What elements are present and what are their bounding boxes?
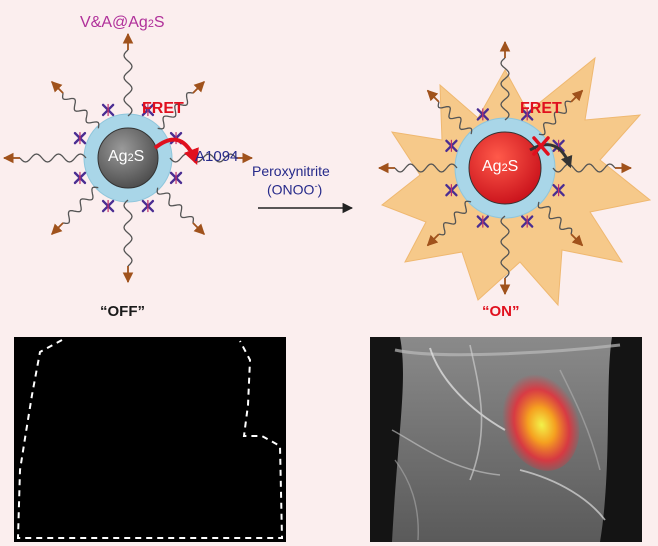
dye-star-icon [445,139,458,153]
dye-star-icon [476,215,490,228]
core-label-off-text: Ag [108,148,128,165]
on-nanoparticle [377,40,633,296]
ligand-arrow-icon [192,222,205,235]
fret-label-on: FRET [520,100,562,117]
fret-curved-arrow-icon [529,143,573,169]
ligand-arrow-icon [51,222,64,235]
ligand-arrow-icon [51,81,64,94]
dye-star-icon [101,199,115,213]
peg-chain [19,153,87,163]
peg-chain [157,91,194,130]
peg-chain [500,57,510,121]
peg-chain [156,187,195,224]
core-label-off-sub: 2 [127,152,134,164]
ligand-arrow-icon [570,89,584,103]
core-label-on-text: Ag [482,158,502,175]
core-label-on-sub: 2 [501,162,508,174]
signal-heatmap [500,369,580,471]
probe-title-text: V&A@Ag [80,14,148,31]
peg-chain [123,49,133,117]
ligand-arrow-icon [570,233,584,247]
reagent-formula: (ONOO [267,181,315,198]
ligand-arrow-icon [192,81,205,94]
core-label-off: Ag2S [108,148,144,166]
peg-chain [538,100,572,136]
dye-star-icon [520,108,534,121]
peg-chain [437,101,473,135]
peg-chain [394,163,458,173]
off-image-panel [14,337,286,542]
state-on-label: “ON” [482,303,520,320]
peg-chain [62,186,99,225]
dye-star-icon [101,103,115,117]
on-image-panel [370,337,642,542]
dye-star-icon [73,171,87,185]
dye-star-icon [169,171,183,185]
fret-label-off: FRET [142,100,184,117]
peg-chain [123,199,133,267]
blocked-x-icon [532,136,550,156]
fret-curved-arrow-icon [153,137,199,165]
reagent-close: ) [317,181,323,198]
core-label-off-tail: S [133,148,145,165]
reagent-charge: - [314,181,318,192]
dye-label: A1094 [195,148,239,165]
core-label-on: Ag2S [482,158,518,176]
off-nanoparticle [2,32,254,284]
peg-chain [61,92,100,129]
dye-star-icon [445,183,458,197]
ligand-arrow-icon [426,233,440,247]
probe-title-tail: S [153,14,165,31]
reagent-label-line1: Peroxynitrite [252,163,330,179]
probe-title: V&A@Ag2S [80,14,165,32]
body-outline [16,339,284,539]
probe-title-sub: 2 [147,18,154,30]
particle-core [97,127,159,189]
ligand-arrow-icon [426,89,440,103]
core-label-on-tail: S [507,158,519,175]
dye-star-icon [73,131,87,145]
particle-core [468,131,542,205]
state-off-label: “OFF” [100,303,145,320]
peg-chain [169,153,237,163]
dye-star-icon [552,183,565,197]
peg-chain [500,215,510,279]
peg-chain [537,201,573,235]
dye-star-icon [141,199,155,213]
dye-star-icon [520,215,534,228]
reagent-label-line2: (ONOO-) [267,181,322,198]
peg-chain [438,200,472,236]
dye-star-icon [141,103,155,117]
dye-star-icon [476,108,490,121]
